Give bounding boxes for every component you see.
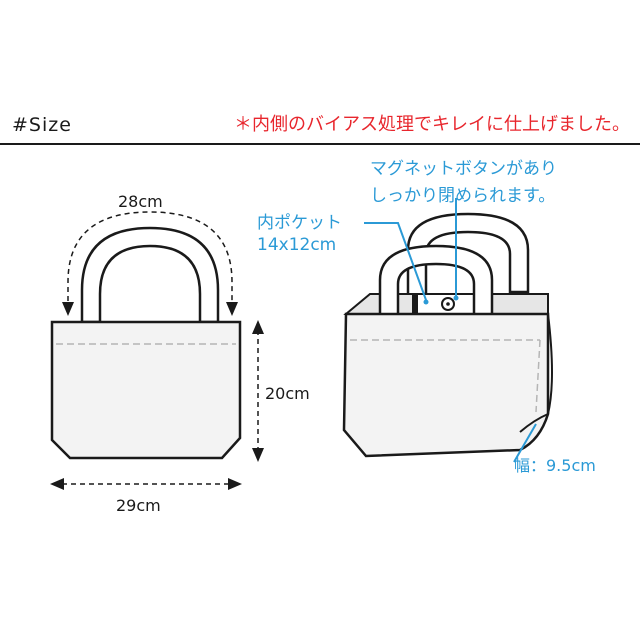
bias-finish-note: ＊内側のバイアス処理でキレイに仕上げました。 bbox=[234, 114, 630, 135]
pocket-leader bbox=[364, 222, 427, 301]
pocket-label-size: 14x12cm bbox=[257, 235, 337, 255]
gusset-fold bbox=[547, 313, 553, 415]
magnet-leader-dot bbox=[453, 295, 459, 301]
front-handle-3d bbox=[378, 244, 494, 320]
height-label: 20cm bbox=[265, 384, 310, 403]
handle-dimension-arc bbox=[67, 211, 233, 310]
magnet-note-line2: しっかり閉められます。 bbox=[370, 186, 556, 206]
gusset-leader bbox=[513, 423, 537, 463]
width-label: 29cm bbox=[116, 496, 161, 515]
handle-arrow-left bbox=[62, 302, 74, 316]
handle-length-label: 28cm bbox=[118, 192, 163, 211]
magnet-button-center bbox=[446, 302, 450, 306]
width-arrow-right bbox=[228, 478, 242, 490]
pocket-label-title: 内ポケット bbox=[257, 213, 342, 233]
header-divider bbox=[0, 143, 640, 145]
height-arrow-bottom bbox=[252, 448, 264, 462]
back-handle bbox=[406, 212, 530, 302]
gusset-corner bbox=[519, 413, 549, 433]
pocket-leader-dot bbox=[423, 299, 429, 305]
side-stitch-vertical bbox=[535, 339, 541, 413]
handle-arrow-right bbox=[226, 302, 238, 316]
front-view-bag bbox=[50, 226, 242, 460]
magnet-button-note: マグネットボタンがあり しっかり閉められます。 bbox=[370, 156, 557, 210]
magnet-note-line1: マグネットボタンがあり bbox=[370, 159, 557, 179]
side-view-bag bbox=[342, 212, 553, 458]
gusset-width-label: 幅：9.5cm bbox=[514, 456, 596, 475]
size-heading: #Size bbox=[12, 114, 72, 136]
width-arrow-left bbox=[50, 478, 64, 490]
front-handle bbox=[80, 226, 220, 324]
height-arrow-top bbox=[252, 320, 264, 334]
pocket-edge bbox=[412, 294, 418, 316]
front-body bbox=[50, 320, 242, 460]
inner-pocket-label: 内ポケット 14x12cm bbox=[257, 212, 342, 256]
side-front-face bbox=[342, 312, 550, 458]
